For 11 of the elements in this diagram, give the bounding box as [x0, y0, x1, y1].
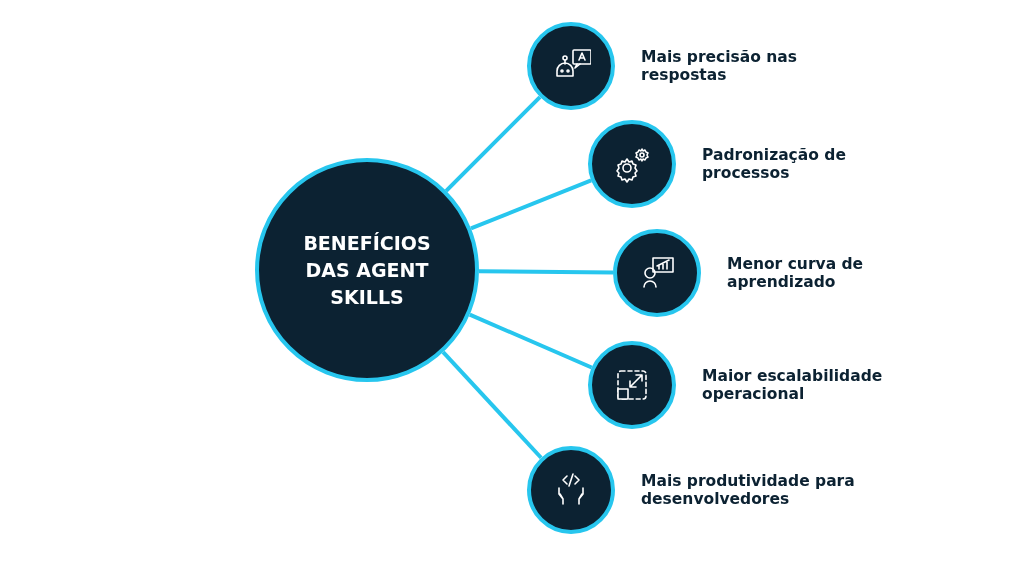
connector-line — [441, 350, 543, 460]
benefit-label: Menor curva de aprendizado — [727, 255, 865, 291]
connector-line — [470, 178, 592, 231]
connector-line — [478, 269, 614, 275]
benefit-label: Padronização de processos — [702, 146, 847, 182]
benefit-label: Maior escalabilidade operacional — [702, 367, 884, 403]
connector-line — [468, 312, 593, 370]
benefit-label: Mais precisão nas respostas — [641, 48, 799, 84]
benefit-label: Mais produtividade para desenvolvedores — [641, 472, 856, 508]
connector-line — [444, 95, 542, 193]
circle-title: BENEFÍCIOS DAS AGENT SKILLS — [302, 230, 432, 310]
